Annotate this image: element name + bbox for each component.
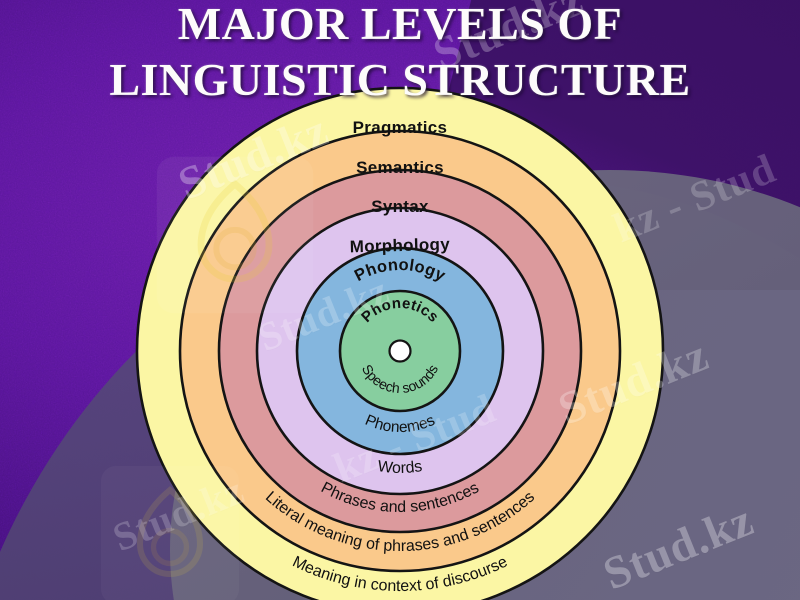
description-morphology: Words	[377, 458, 424, 477]
label-morphology: Morphology	[349, 235, 450, 257]
label-pragmatics: Pragmatics	[353, 118, 448, 137]
center-dot	[388, 339, 412, 363]
label-syntax: Syntax	[371, 197, 429, 216]
ring-stack: Pragmatics Semantics Syntax Morphology P…	[135, 86, 665, 600]
label-semantics: Semantics	[356, 158, 444, 177]
